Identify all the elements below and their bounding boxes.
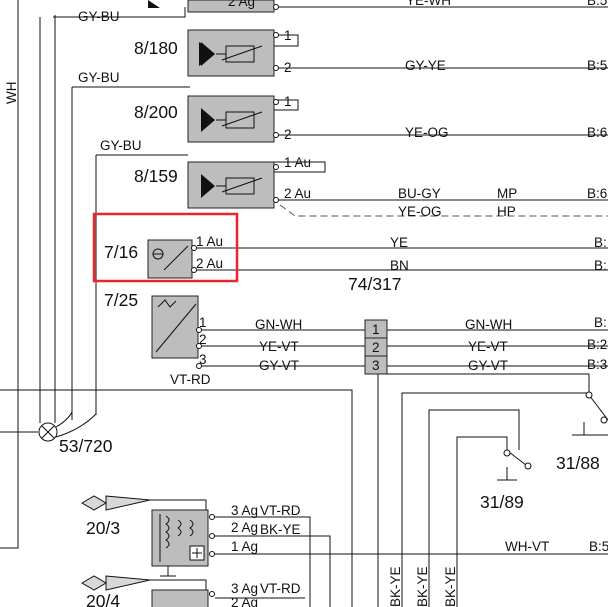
highlight-box (92, 212, 239, 283)
wire-label-1a: GN-WH (255, 317, 302, 332)
solenoid-8-200: 8/200 1 2 YE-OG B:6 (134, 94, 607, 143)
ref-label-1: B: (594, 235, 607, 250)
wire-label-a: BU-GY (398, 186, 441, 201)
hp-label: HP (497, 204, 516, 219)
ref-label: B:6 (587, 186, 607, 201)
wire-label-2: BK-YE (260, 522, 301, 537)
junction-53-720: 53/720 (38, 411, 113, 456)
pin-2: 2 Ag (231, 520, 258, 535)
wire-label-3a: GY-VT (259, 358, 299, 373)
bk-ye-label-3: BK-YE (443, 566, 458, 607)
switch-31-88: 31/88 (556, 391, 608, 473)
pin-1: 1 Au (284, 155, 311, 170)
pin-3: 3 Ag (231, 503, 258, 518)
switch-31-89: 31/89 (480, 449, 532, 512)
solenoid-8-180: 8/180 1 2 GY-YE B:5 (134, 28, 607, 77)
bk-ye-label-2: BK-YE (415, 566, 430, 607)
pin-2: 2 Au (196, 256, 223, 271)
switch-id: 31/89 (480, 492, 524, 512)
wire-label-2b: YE-VT (468, 339, 508, 354)
relay-20-3: 20/3 3 Ag 2 Ag 1 Ag VT-RD BK-YE WH-VT B:… (81, 495, 608, 577)
component-id: 8/200 (134, 102, 178, 122)
ref-label: B:6 (587, 125, 607, 140)
top-wire-label: YE-WH (406, 0, 451, 8)
vt-rd-label: VT-RD (170, 372, 211, 387)
wire-label-b: YE-OG (398, 204, 442, 219)
pin-1: 1 (199, 315, 207, 330)
wire-label-3b: GY-VT (468, 358, 508, 373)
wire-label-1: WH-VT (505, 539, 549, 554)
connector-pin-1: 1 (372, 322, 380, 337)
component-id: 8/180 (134, 38, 178, 58)
sensor-7-25: 7/25 1 2 3 GN-WH YE-VT GY-VT GN-WH YE-VT… (104, 290, 607, 373)
pin-2: 2 (284, 127, 292, 142)
component-id: 7/25 (104, 290, 138, 310)
wire-label-1: YE (390, 235, 408, 250)
sensor-7-16: 7/16 1 Au 2 Au YE BN B: B:1 (104, 234, 608, 279)
ref-label-3: B:3 (587, 357, 607, 372)
junction-label: 53/720 (59, 436, 113, 456)
wire-label-2: BN (390, 258, 409, 273)
connector-74-317: 74/317 1 2 3 (348, 274, 402, 375)
ref-label-2: B:2 (587, 337, 607, 352)
connector-pin-2: 2 (372, 340, 380, 355)
bk-ye-label-1: BK-YE (388, 566, 403, 607)
relay-20-4: 20/4 3 Ag 2 Ag VT-RD (81, 575, 301, 607)
switch-id: 31/88 (556, 453, 600, 473)
top-pin-label: 2 Ag (228, 0, 255, 9)
wire-label-2a: YE-VT (259, 339, 299, 354)
pin-2: 2 Au (284, 186, 311, 201)
pin-2: 2 (199, 332, 207, 347)
pin-3: 3 (199, 352, 207, 367)
top-ref-label: B:5 (587, 0, 607, 8)
ref-label-2: B:1 (594, 258, 608, 273)
wh-label: WH (4, 82, 19, 105)
component-id: 8/159 (134, 166, 178, 186)
wire-label: YE-OG (405, 125, 449, 140)
wire-label-3: VT-RD (260, 581, 301, 596)
ref-label-1: B: (594, 315, 607, 330)
gy-bu-label-2: GY-BU (78, 70, 120, 85)
gy-bu-label-3: GY-BU (100, 138, 142, 153)
mp-label: MP (497, 186, 517, 201)
pin-1: 1 Ag (231, 539, 258, 554)
pin-3: 3 Ag (231, 581, 258, 596)
pin-1: 1 Au (196, 234, 223, 249)
top-partial-component: 2 Ag YE-WH (148, 0, 451, 13)
pin-2: 2 Ag (231, 595, 258, 607)
connector-pin-3: 3 (372, 358, 380, 373)
pin-1: 1 (284, 28, 292, 43)
component-id: 7/16 (104, 242, 138, 262)
solenoid-8-159: 8/159 1 Au 2 Au BU-GY MP YE-OG HP B:6 (134, 155, 607, 219)
pin-2: 2 (284, 60, 292, 75)
wire-label: GY-YE (405, 58, 446, 73)
wire-label-1b: GN-WH (465, 317, 512, 332)
relay-id: 20/4 (86, 591, 120, 607)
relay-id: 20/3 (86, 518, 120, 538)
ref-label: B:5 (589, 539, 608, 554)
connector-id: 74/317 (348, 274, 402, 294)
ref-label: B:5 (587, 58, 607, 73)
pin-1: 1 (284, 94, 292, 109)
gy-bu-label-1: GY-BU (78, 9, 120, 24)
wire-label-3: VT-RD (260, 503, 301, 518)
